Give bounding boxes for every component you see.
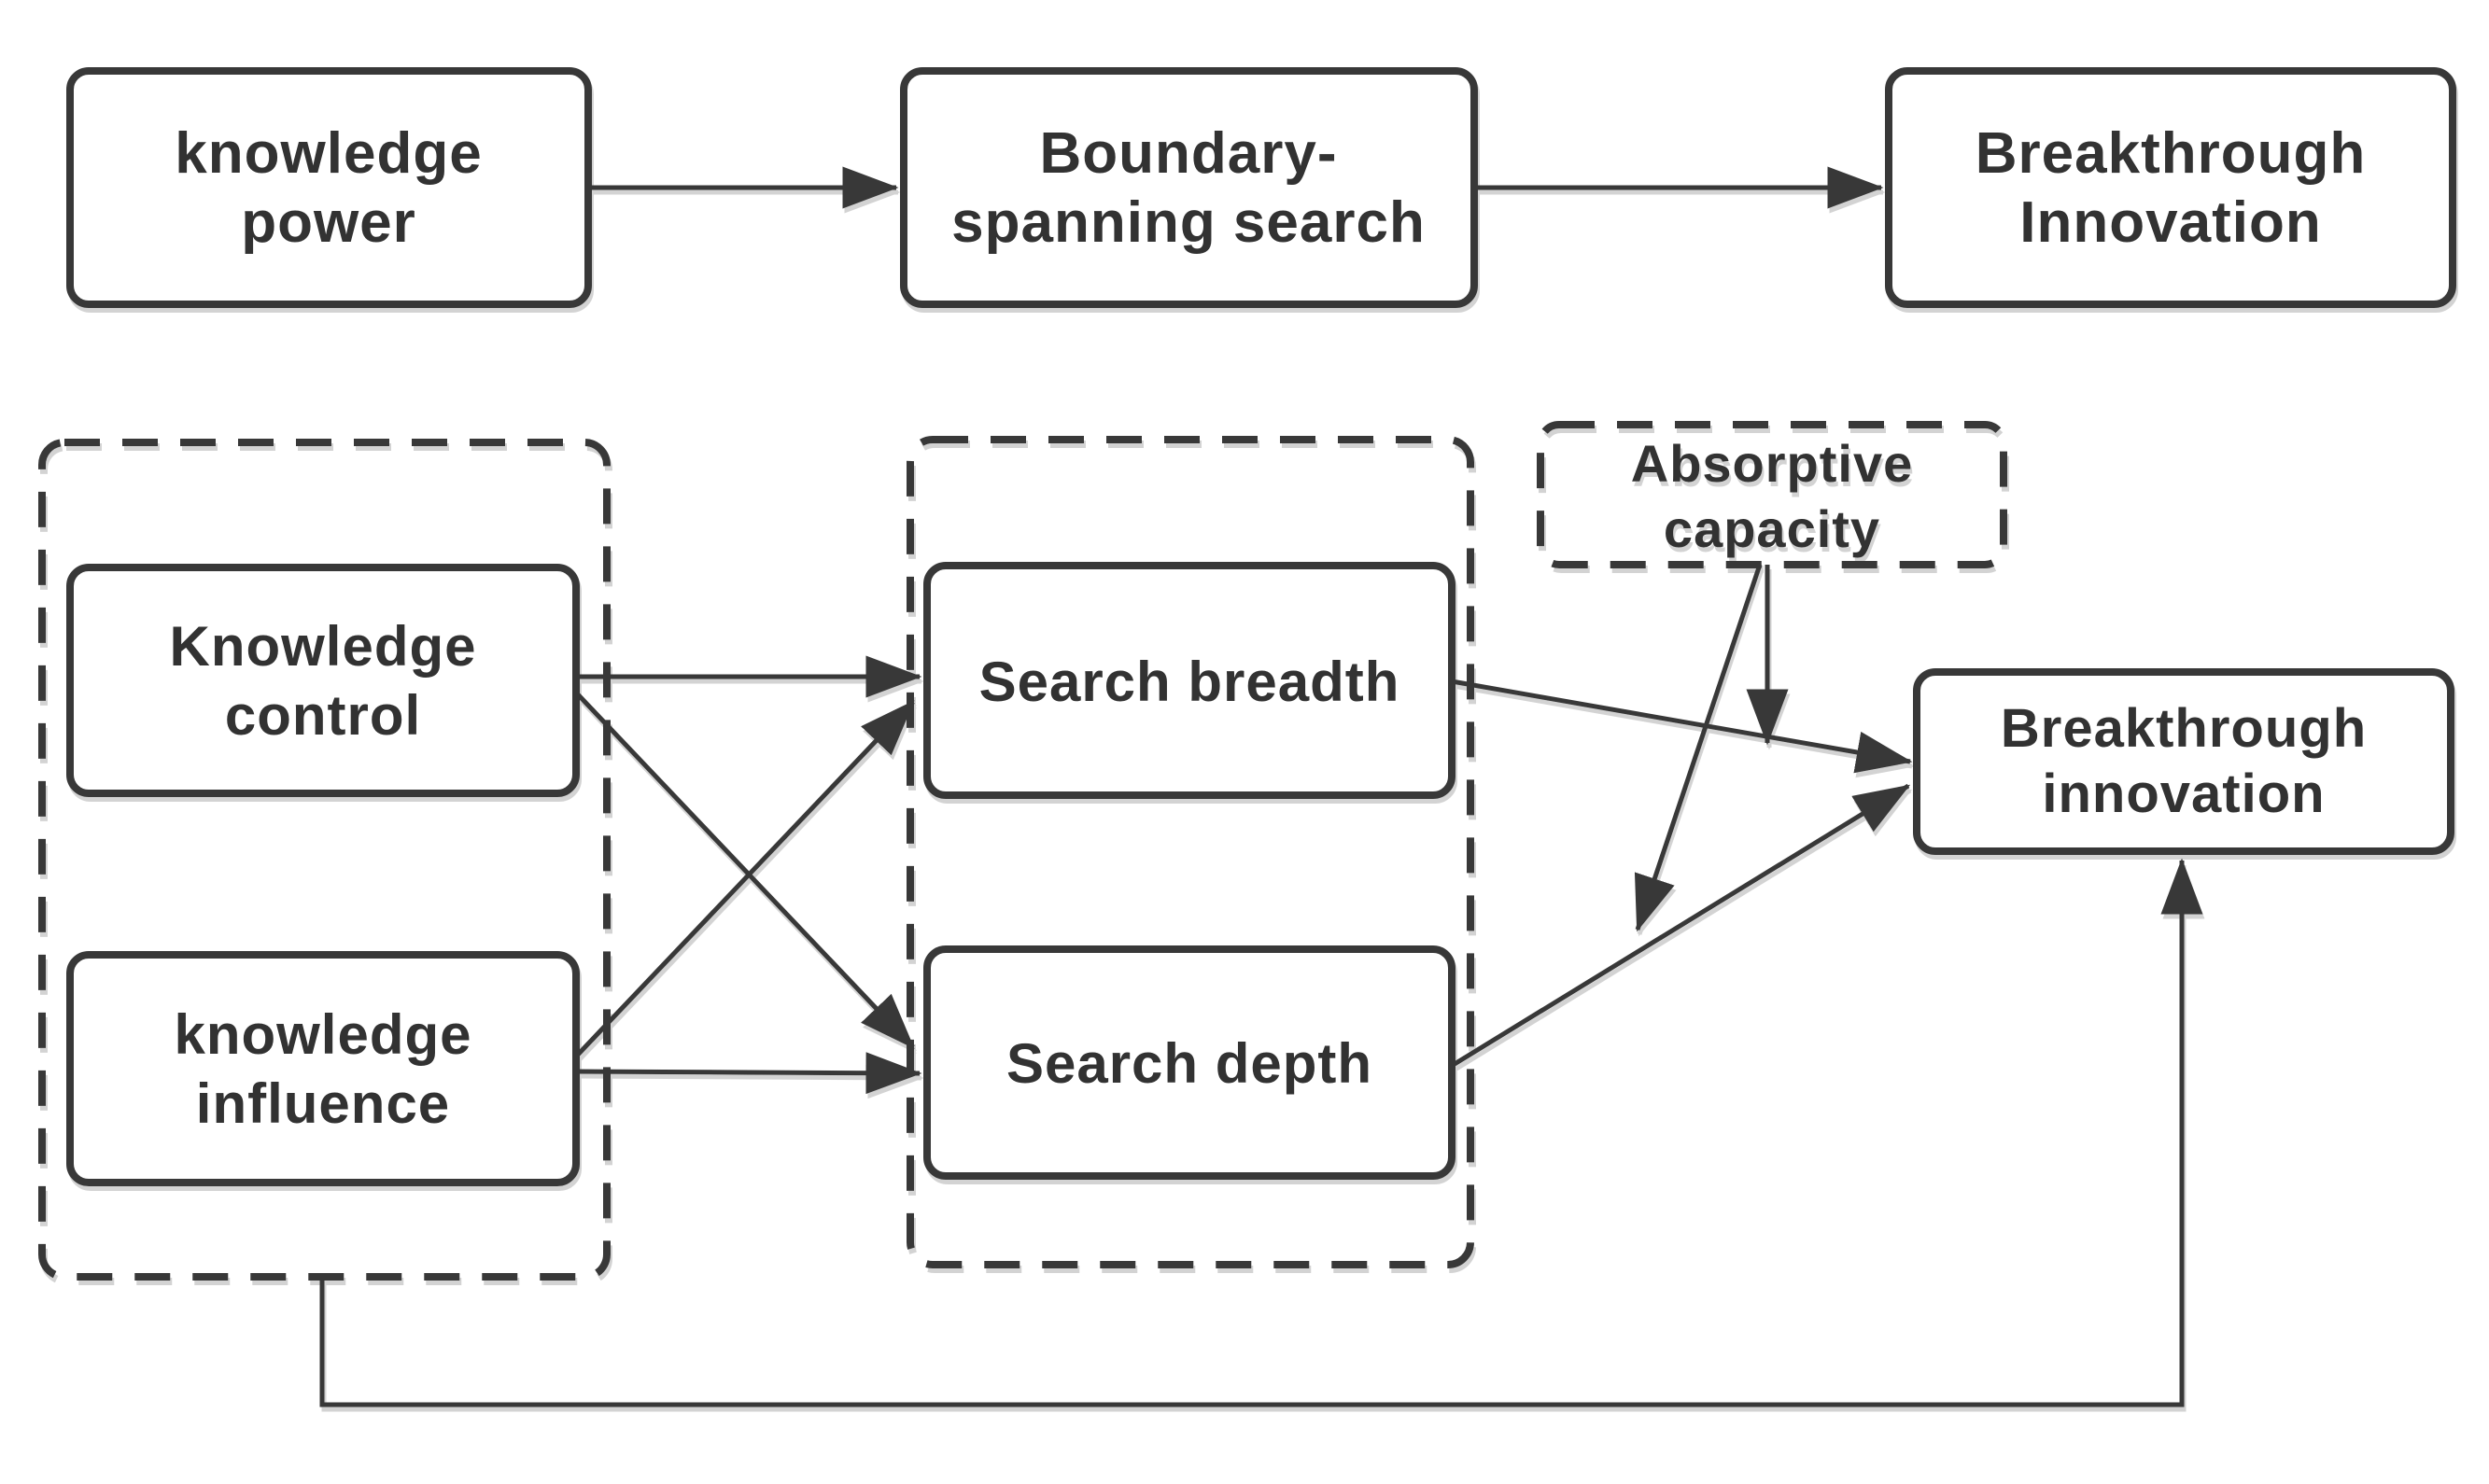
node-knowledge-control: Knowledge control xyxy=(66,564,580,797)
knowledge-power-box xyxy=(66,67,592,308)
node-search-depth: Search depth xyxy=(923,945,1455,1180)
node-search-breadth: Search breadth xyxy=(923,562,1455,799)
absorptive-capacity-label-line2: capacity xyxy=(1664,499,1880,558)
node-breakthrough-innovation: Breakthrough innovation xyxy=(1913,668,2454,855)
edge-knowledge-influence-to-search-depth xyxy=(575,1052,922,1095)
breakthrough-innovation-top-label-line2: Innovation xyxy=(2019,190,2321,255)
edge-knowledge-influence-to-search-breadth xyxy=(574,700,915,1058)
breakthrough-innovation-label-line1: Breakthrough xyxy=(2001,698,2367,759)
search-breadth-box xyxy=(923,562,1455,799)
knowledge-influence-label-line2: influence xyxy=(196,1072,450,1135)
breakthrough-innovation-box xyxy=(1913,668,2454,855)
knowledge-power-label-line2: power xyxy=(241,190,416,255)
boundary-spanning-search-dimensions-group-frame xyxy=(907,436,1474,1268)
knowledge-influence-label-line1: knowledge xyxy=(174,1003,471,1066)
node-boundary-spanning-search: Boundary- spanning search xyxy=(900,67,1478,308)
boundary-spanning-search-label-line1: Boundary- xyxy=(1040,121,1338,186)
knowledge-control-label-line1: Knowledge xyxy=(169,615,476,678)
node-breakthrough-innovation-top: Breakthrough Innovation xyxy=(1885,67,2456,308)
knowledge-control-label-line2: control xyxy=(225,684,421,747)
breakthrough-innovation-top-box xyxy=(1885,67,2456,308)
breakthrough-innovation-label-line2: innovation xyxy=(2042,763,2325,824)
search-depth-box xyxy=(923,945,1455,1180)
boundary-spanning-search-box xyxy=(900,67,1478,308)
edge-search-depth-to-breakthrough-innovation xyxy=(1453,783,1911,1067)
edge-feedback-knowledge-power-group-to-breakthrough-innovation xyxy=(319,858,2203,1407)
node-knowledge-power: knowledge power xyxy=(66,67,592,308)
boundary-spanning-search-label-line2: spanning search xyxy=(951,190,1426,255)
node-absorptive-capacity: Absorptive capacity xyxy=(1537,421,2007,568)
node-knowledge-influence: knowledge influence xyxy=(66,951,580,1186)
edge-knowledge-control-to-search-depth xyxy=(574,691,915,1049)
edge-search-breadth-to-breakthrough-innovation xyxy=(1451,679,1913,774)
knowledge-control-box xyxy=(66,564,580,797)
search-depth-label: Search depth xyxy=(1006,1032,1372,1095)
breakthrough-innovation-top-label-line1: Breakthrough xyxy=(1976,121,2366,186)
edge-absorptive-capacity-moderates-depth-path xyxy=(1634,564,1763,932)
knowledge-influence-box xyxy=(66,951,580,1186)
knowledge-power-label-line1: knowledge xyxy=(175,121,482,186)
search-breadth-label: Search breadth xyxy=(979,651,1400,713)
absorptive-capacity-label-line1: Absorptive xyxy=(1631,434,1914,493)
